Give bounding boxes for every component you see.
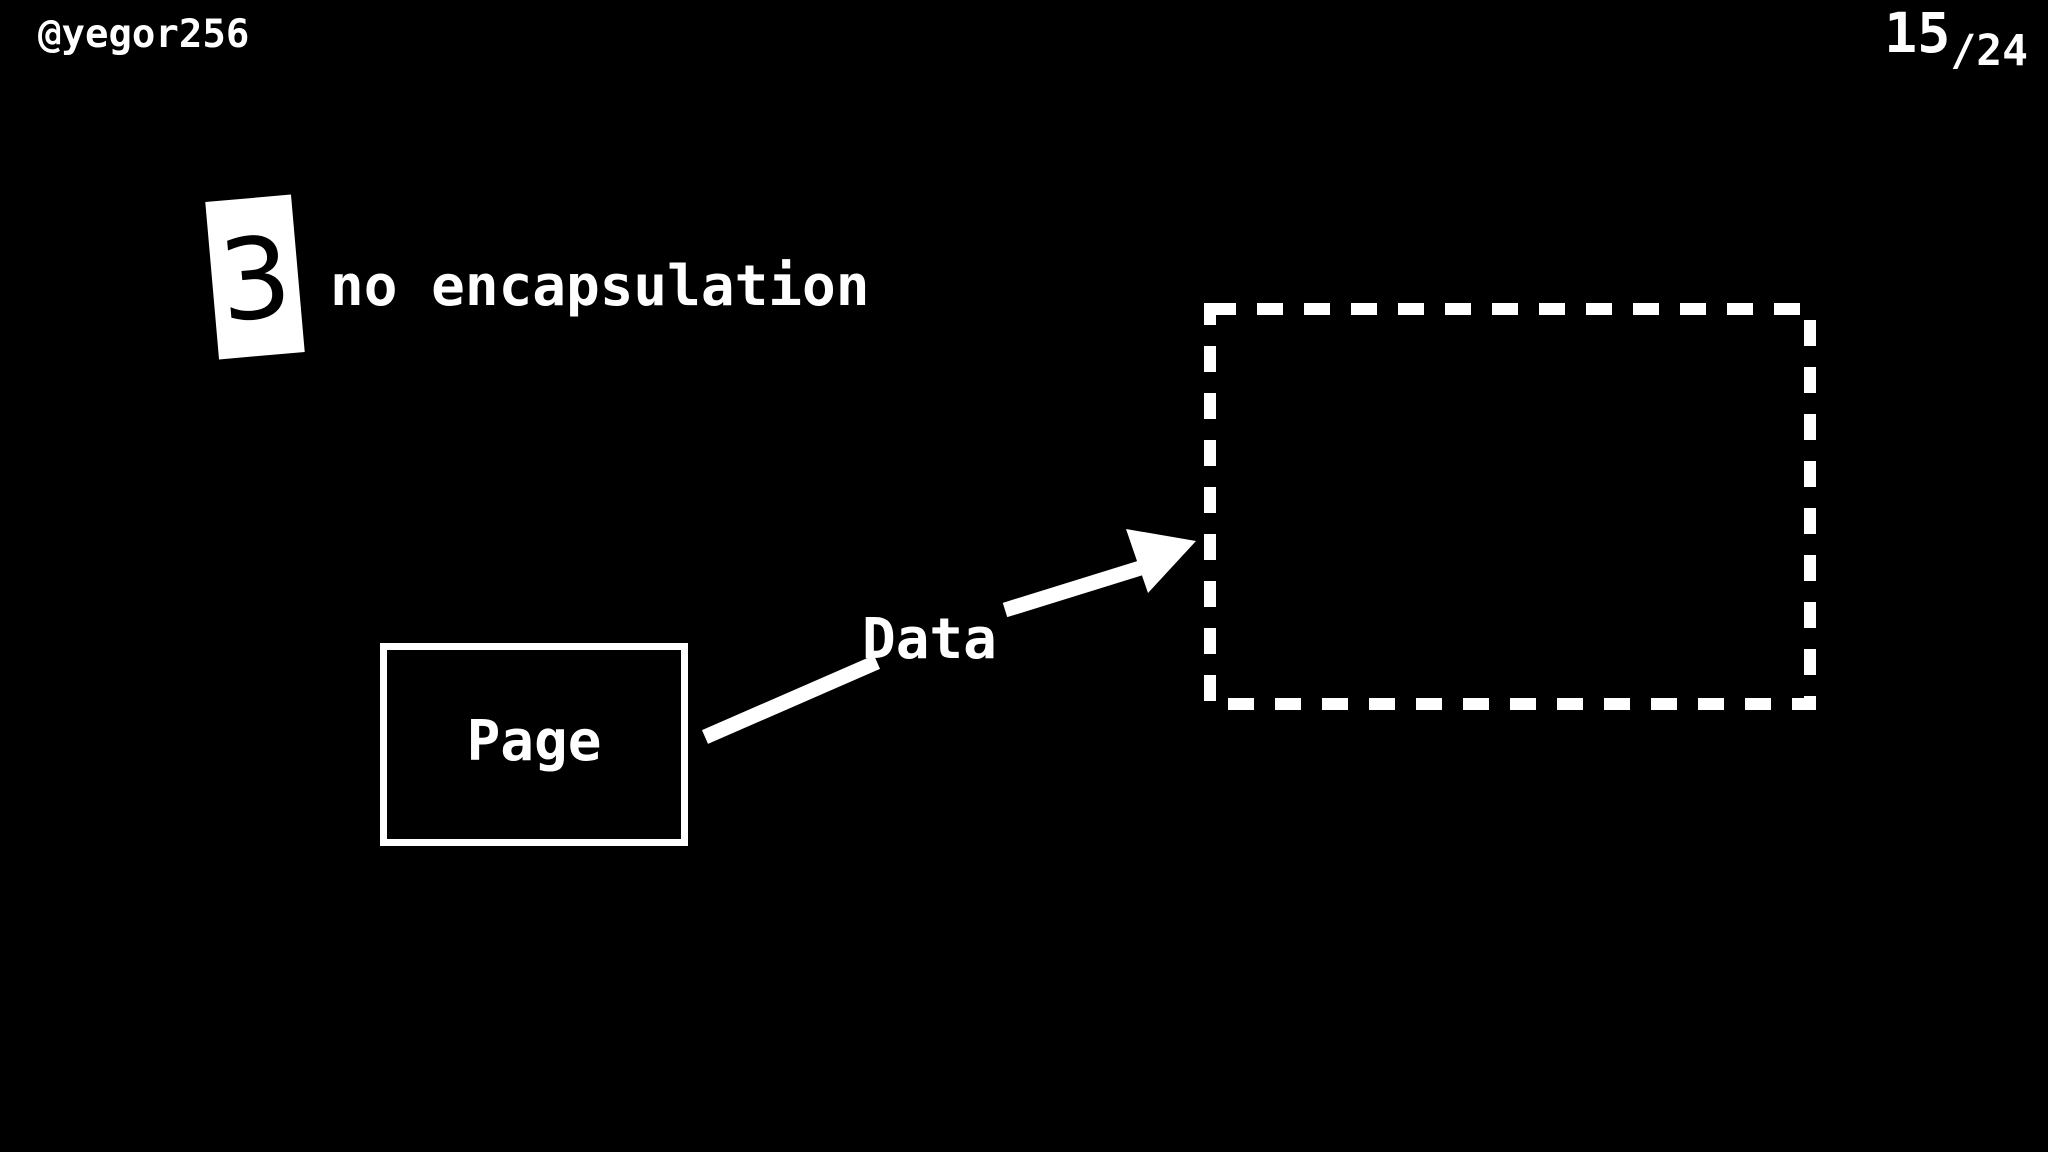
page-box: Page (380, 643, 688, 846)
arrow-label: Data (862, 607, 997, 672)
page-counter: 15 /24 (1884, 6, 2028, 73)
author-handle: @yegor256 (38, 12, 250, 57)
arrow-segment-left (702, 655, 880, 744)
page-number-current: 15 (1884, 1, 1951, 65)
arrow-head-icon (1126, 529, 1196, 593)
page-box-label: Page (466, 709, 602, 774)
dashed-destination-box (1204, 303, 1816, 710)
page-number-total: /24 (1950, 26, 2028, 76)
slide-title: no encapsulation (330, 254, 870, 319)
data-flow-arrow-icon (702, 529, 1196, 744)
arrow-segment-right (1002, 557, 1153, 618)
